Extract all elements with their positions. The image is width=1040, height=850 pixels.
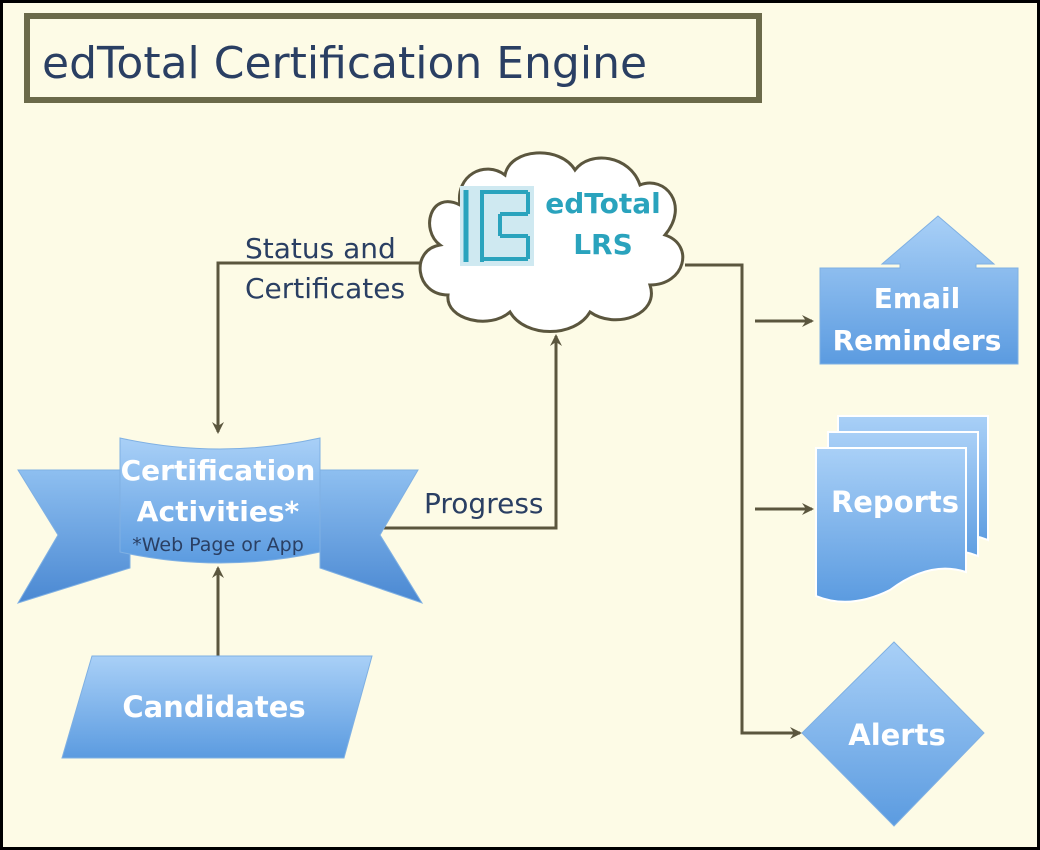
page-title: edTotal Certification Engine: [42, 38, 647, 89]
output-trunk: [685, 263, 802, 739]
alerts-label: Alerts: [848, 718, 945, 752]
activities-banner: Certification Activities* *Web Page or A…: [16, 437, 424, 604]
reports-label: Reports: [831, 485, 959, 519]
email-label-line1: Email: [874, 282, 960, 315]
cloud-label-line2: LRS: [573, 228, 633, 261]
progress-arrow: [372, 334, 562, 530]
edtotal-logo-icon: [460, 186, 534, 266]
progress-label: Progress: [424, 487, 544, 520]
email-label-line2: Reminders: [833, 324, 1002, 357]
cloud-label-line1: edTotal: [545, 187, 661, 220]
activities-label-line2: Activities*: [137, 495, 300, 528]
activities-label-line1: Certification: [121, 454, 316, 487]
status-arrow: [212, 261, 438, 434]
status-label-line1: Status and: [245, 232, 396, 265]
connectors: [212, 261, 814, 739]
candidates-label: Candidates: [122, 690, 305, 724]
status-label-line2: Certificates: [245, 272, 405, 305]
activities-note: *Web Page or App: [132, 534, 304, 556]
lrs-cloud: edTotal LRS: [418, 151, 685, 333]
title-box: edTotal Certification Engine: [24, 13, 762, 103]
email-reminders-node: Email Reminders: [819, 215, 1019, 365]
alerts-node: Alerts: [801, 641, 985, 827]
candidates-node: Candidates: [61, 655, 373, 759]
reports-node: Reports: [815, 415, 989, 603]
